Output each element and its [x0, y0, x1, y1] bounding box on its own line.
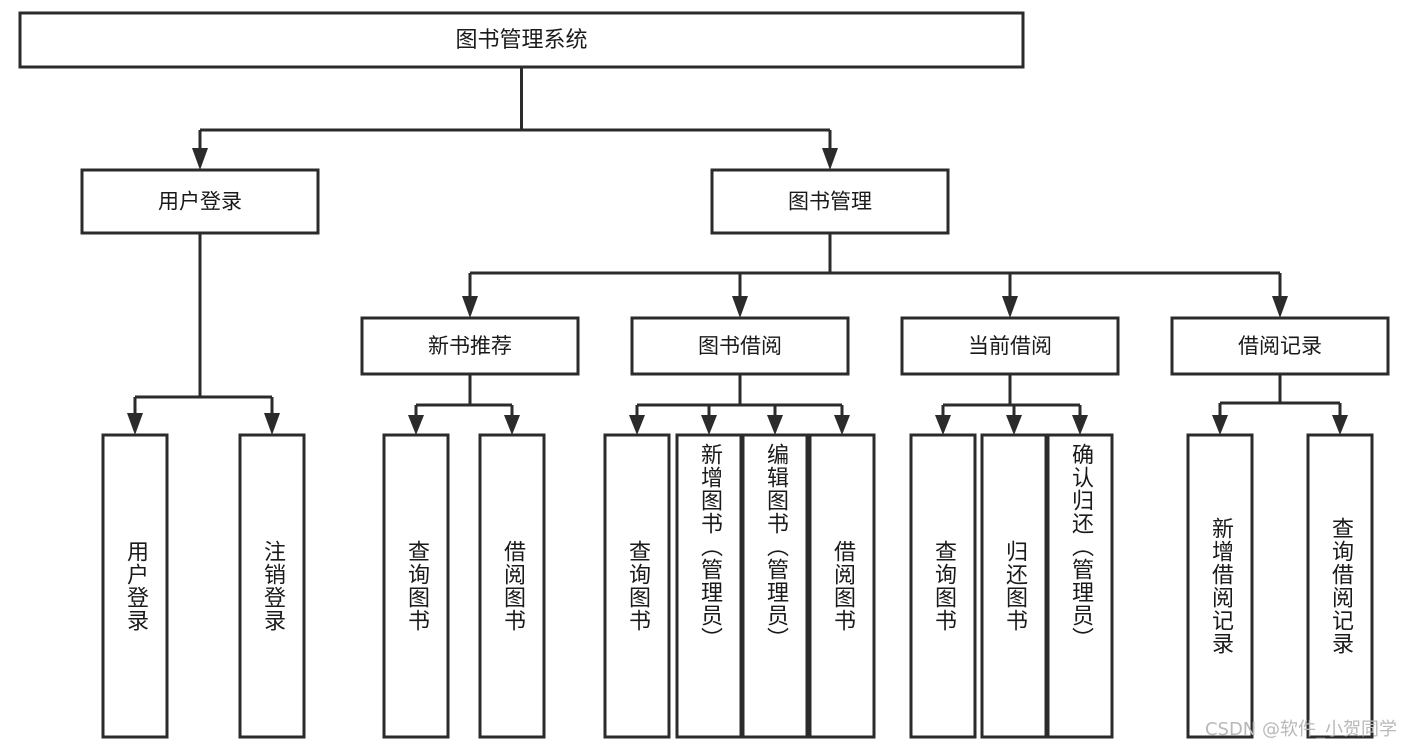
connectors-borrow-record-to-leaves: [1212, 374, 1348, 435]
arrow-head-icon: [935, 415, 951, 435]
connectors-root-to-level2: [192, 67, 838, 170]
leaf-box-query-book-new[interactable]: [382, 433, 450, 739]
arrow-head-icon: [629, 415, 645, 435]
leaf-box-borrow-book-new[interactable]: [478, 433, 546, 739]
leaf-box-logout-login[interactable]: [238, 433, 306, 739]
arrow-head-icon: [462, 296, 478, 318]
node-root-system[interactable]: 图书管理系统: [18, 11, 1025, 69]
connectors-level2-to-level3: [462, 233, 1288, 318]
leaf-box-query-book-borrow[interactable]: [603, 433, 671, 739]
arrow-head-icon: [504, 415, 520, 435]
leaf-box-user-login[interactable]: [101, 433, 169, 739]
node-user-login-label: 用户登录: [158, 190, 242, 214]
leaf-box-add-borrow-record[interactable]: [1186, 433, 1254, 739]
node-borrow-record[interactable]: 借阅记录: [1170, 316, 1390, 376]
connectors-new-book-to-leaves: [408, 374, 520, 435]
leaf-nodes-group: [101, 433, 1374, 739]
arrow-head-icon: [701, 415, 717, 435]
node-book-management-box: [710, 168, 950, 235]
arrow-head-icon: [264, 413, 280, 435]
leaf-box-confirm-return-admin[interactable]: [1046, 433, 1114, 739]
node-book-borrow[interactable]: 图书借阅: [630, 316, 850, 376]
node-new-book-recommend-box: [360, 316, 580, 376]
node-current-borrow-box: [900, 316, 1120, 376]
node-root-system-box: [18, 11, 1025, 69]
leaf-box-query-book-current[interactable]: [909, 433, 977, 739]
arrow-head-icon: [1272, 296, 1288, 318]
node-current-borrow-label: 当前借阅: [968, 334, 1052, 358]
node-borrow-record-label: 借阅记录: [1238, 334, 1322, 358]
arrow-head-icon: [822, 148, 838, 170]
connectors-user-login-to-leaves: [127, 233, 280, 435]
arrow-head-icon: [834, 415, 850, 435]
arrow-head-icon: [767, 415, 783, 435]
arrow-head-icon: [408, 415, 424, 435]
node-book-borrow-box: [630, 316, 850, 376]
node-book-borrow-label: 图书借阅: [698, 334, 782, 358]
leaf-box-return-book[interactable]: [980, 433, 1048, 739]
arrow-head-icon: [1332, 415, 1348, 435]
node-current-borrow[interactable]: 当前借阅: [900, 316, 1120, 376]
leaf-box-edit-book-admin[interactable]: [741, 433, 809, 739]
arrow-head-icon: [1072, 415, 1088, 435]
watermark-text: CSDN @软件_小贺同学: [1204, 719, 1397, 740]
arrow-head-icon: [1006, 415, 1022, 435]
node-book-management[interactable]: 图书管理: [710, 168, 950, 235]
node-root-system-label: 图书管理系统: [455, 28, 587, 53]
leaf-box-query-borrow-record[interactable]: [1306, 433, 1374, 739]
arrow-head-icon: [1212, 415, 1228, 435]
node-user-login-box: [80, 168, 320, 235]
node-user-login[interactable]: 用户登录: [80, 168, 320, 235]
connectors-current-borrow-to-leaves: [935, 374, 1088, 435]
arrow-head-icon: [1002, 296, 1018, 318]
node-new-book-recommend[interactable]: 新书推荐: [360, 316, 580, 376]
connectors-book-borrow-to-leaves: [629, 374, 850, 435]
node-book-management-label: 图书管理: [788, 190, 872, 214]
node-new-book-recommend-label: 新书推荐: [428, 334, 512, 358]
leaf-box-borrow-book[interactable]: [808, 433, 876, 739]
arrow-head-icon: [732, 296, 748, 318]
node-borrow-record-box: [1170, 316, 1390, 376]
leaf-box-add-book-admin[interactable]: [675, 433, 743, 739]
arrow-head-icon: [192, 148, 208, 170]
arrow-head-icon: [127, 413, 143, 435]
